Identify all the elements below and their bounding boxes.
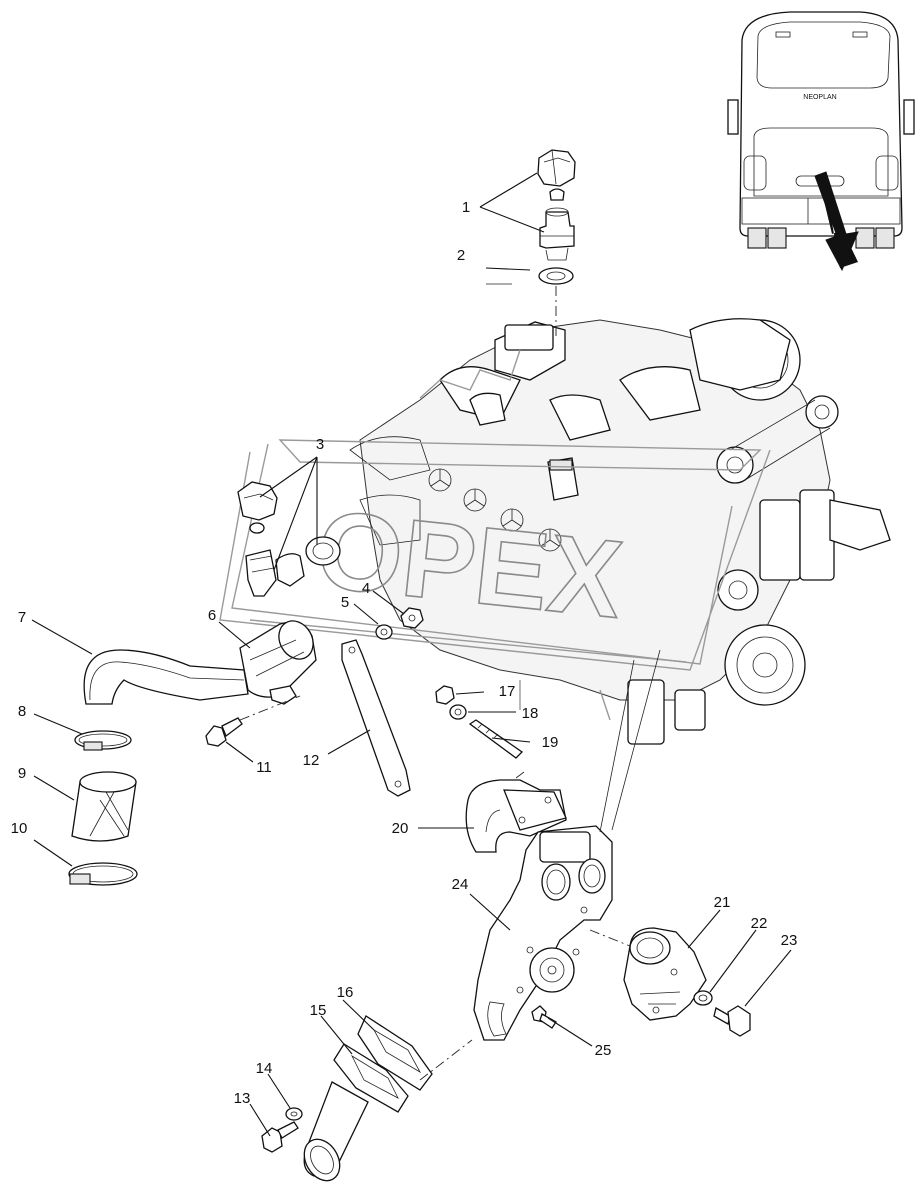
part-3-fitting-set xyxy=(237,481,341,597)
callout-8: 8 xyxy=(18,703,26,720)
part-2-washer xyxy=(538,267,574,285)
callout-12: 12 xyxy=(303,752,320,769)
part-21-thermostat-housing xyxy=(623,927,707,1021)
logo-star-icon xyxy=(428,468,562,552)
part-10-hose-clamp xyxy=(68,862,138,886)
part-7-hose xyxy=(83,649,249,705)
callout-6: 6 xyxy=(208,607,216,624)
part-9-sleeve xyxy=(71,771,137,842)
leader-lines xyxy=(31,172,792,1137)
part-15-flange-pipe xyxy=(303,1043,409,1182)
callout-20: 20 xyxy=(392,820,409,837)
callout-24: 24 xyxy=(452,876,469,893)
callout-1: 1 xyxy=(462,199,470,216)
bus-badge: NEOPLAN xyxy=(803,94,836,101)
callout-9: 9 xyxy=(18,765,26,782)
part-13-bolt xyxy=(261,1121,299,1153)
part-6-pipe-connector xyxy=(239,620,317,705)
callout-14: 14 xyxy=(256,1060,273,1077)
part-8-hose-clamp xyxy=(74,730,132,751)
engine-block xyxy=(349,318,891,745)
part-25-bolt xyxy=(531,1005,557,1029)
callout-22: 22 xyxy=(751,915,768,932)
callout-16: 16 xyxy=(337,984,354,1001)
callout-labels: 1 2 3 4 5 6 7 8 9 10 11 12 13 14 15 16 1… xyxy=(11,199,798,1107)
callout-11: 11 xyxy=(256,759,272,776)
part-16-gasket xyxy=(357,1015,433,1091)
part-18-washer xyxy=(449,704,467,720)
callout-18: 18 xyxy=(522,705,539,722)
part-5-washer xyxy=(375,624,393,640)
part-23-bolt xyxy=(713,1005,751,1037)
callout-5: 5 xyxy=(341,594,349,611)
part-24-water-pump xyxy=(473,825,613,1041)
callout-13: 13 xyxy=(234,1090,251,1107)
part-12-bracket xyxy=(341,639,411,797)
part-20-elbow-pipe xyxy=(465,771,567,853)
part-1-fitting-set xyxy=(537,149,576,261)
callout-15: 15 xyxy=(310,1002,327,1019)
callout-3: 3 xyxy=(316,436,324,453)
callout-23: 23 xyxy=(781,932,798,949)
callout-25: 25 xyxy=(595,1042,612,1059)
part-19-stud xyxy=(468,719,524,759)
part-4-nut xyxy=(400,607,424,629)
bus-rear-view-icon: NEOPLAN xyxy=(727,11,915,272)
part-17-nut xyxy=(435,685,455,705)
part-11-bolt xyxy=(205,717,243,747)
callout-17: 17 xyxy=(499,683,516,700)
callout-19: 19 xyxy=(542,734,559,751)
callout-7: 7 xyxy=(18,609,26,626)
part-22-washer xyxy=(693,990,713,1006)
part-14-washer xyxy=(285,1107,303,1121)
callout-21: 21 xyxy=(714,894,731,911)
callout-4: 4 xyxy=(362,580,370,597)
callout-2: 2 xyxy=(457,247,465,264)
callout-10: 10 xyxy=(11,820,28,837)
